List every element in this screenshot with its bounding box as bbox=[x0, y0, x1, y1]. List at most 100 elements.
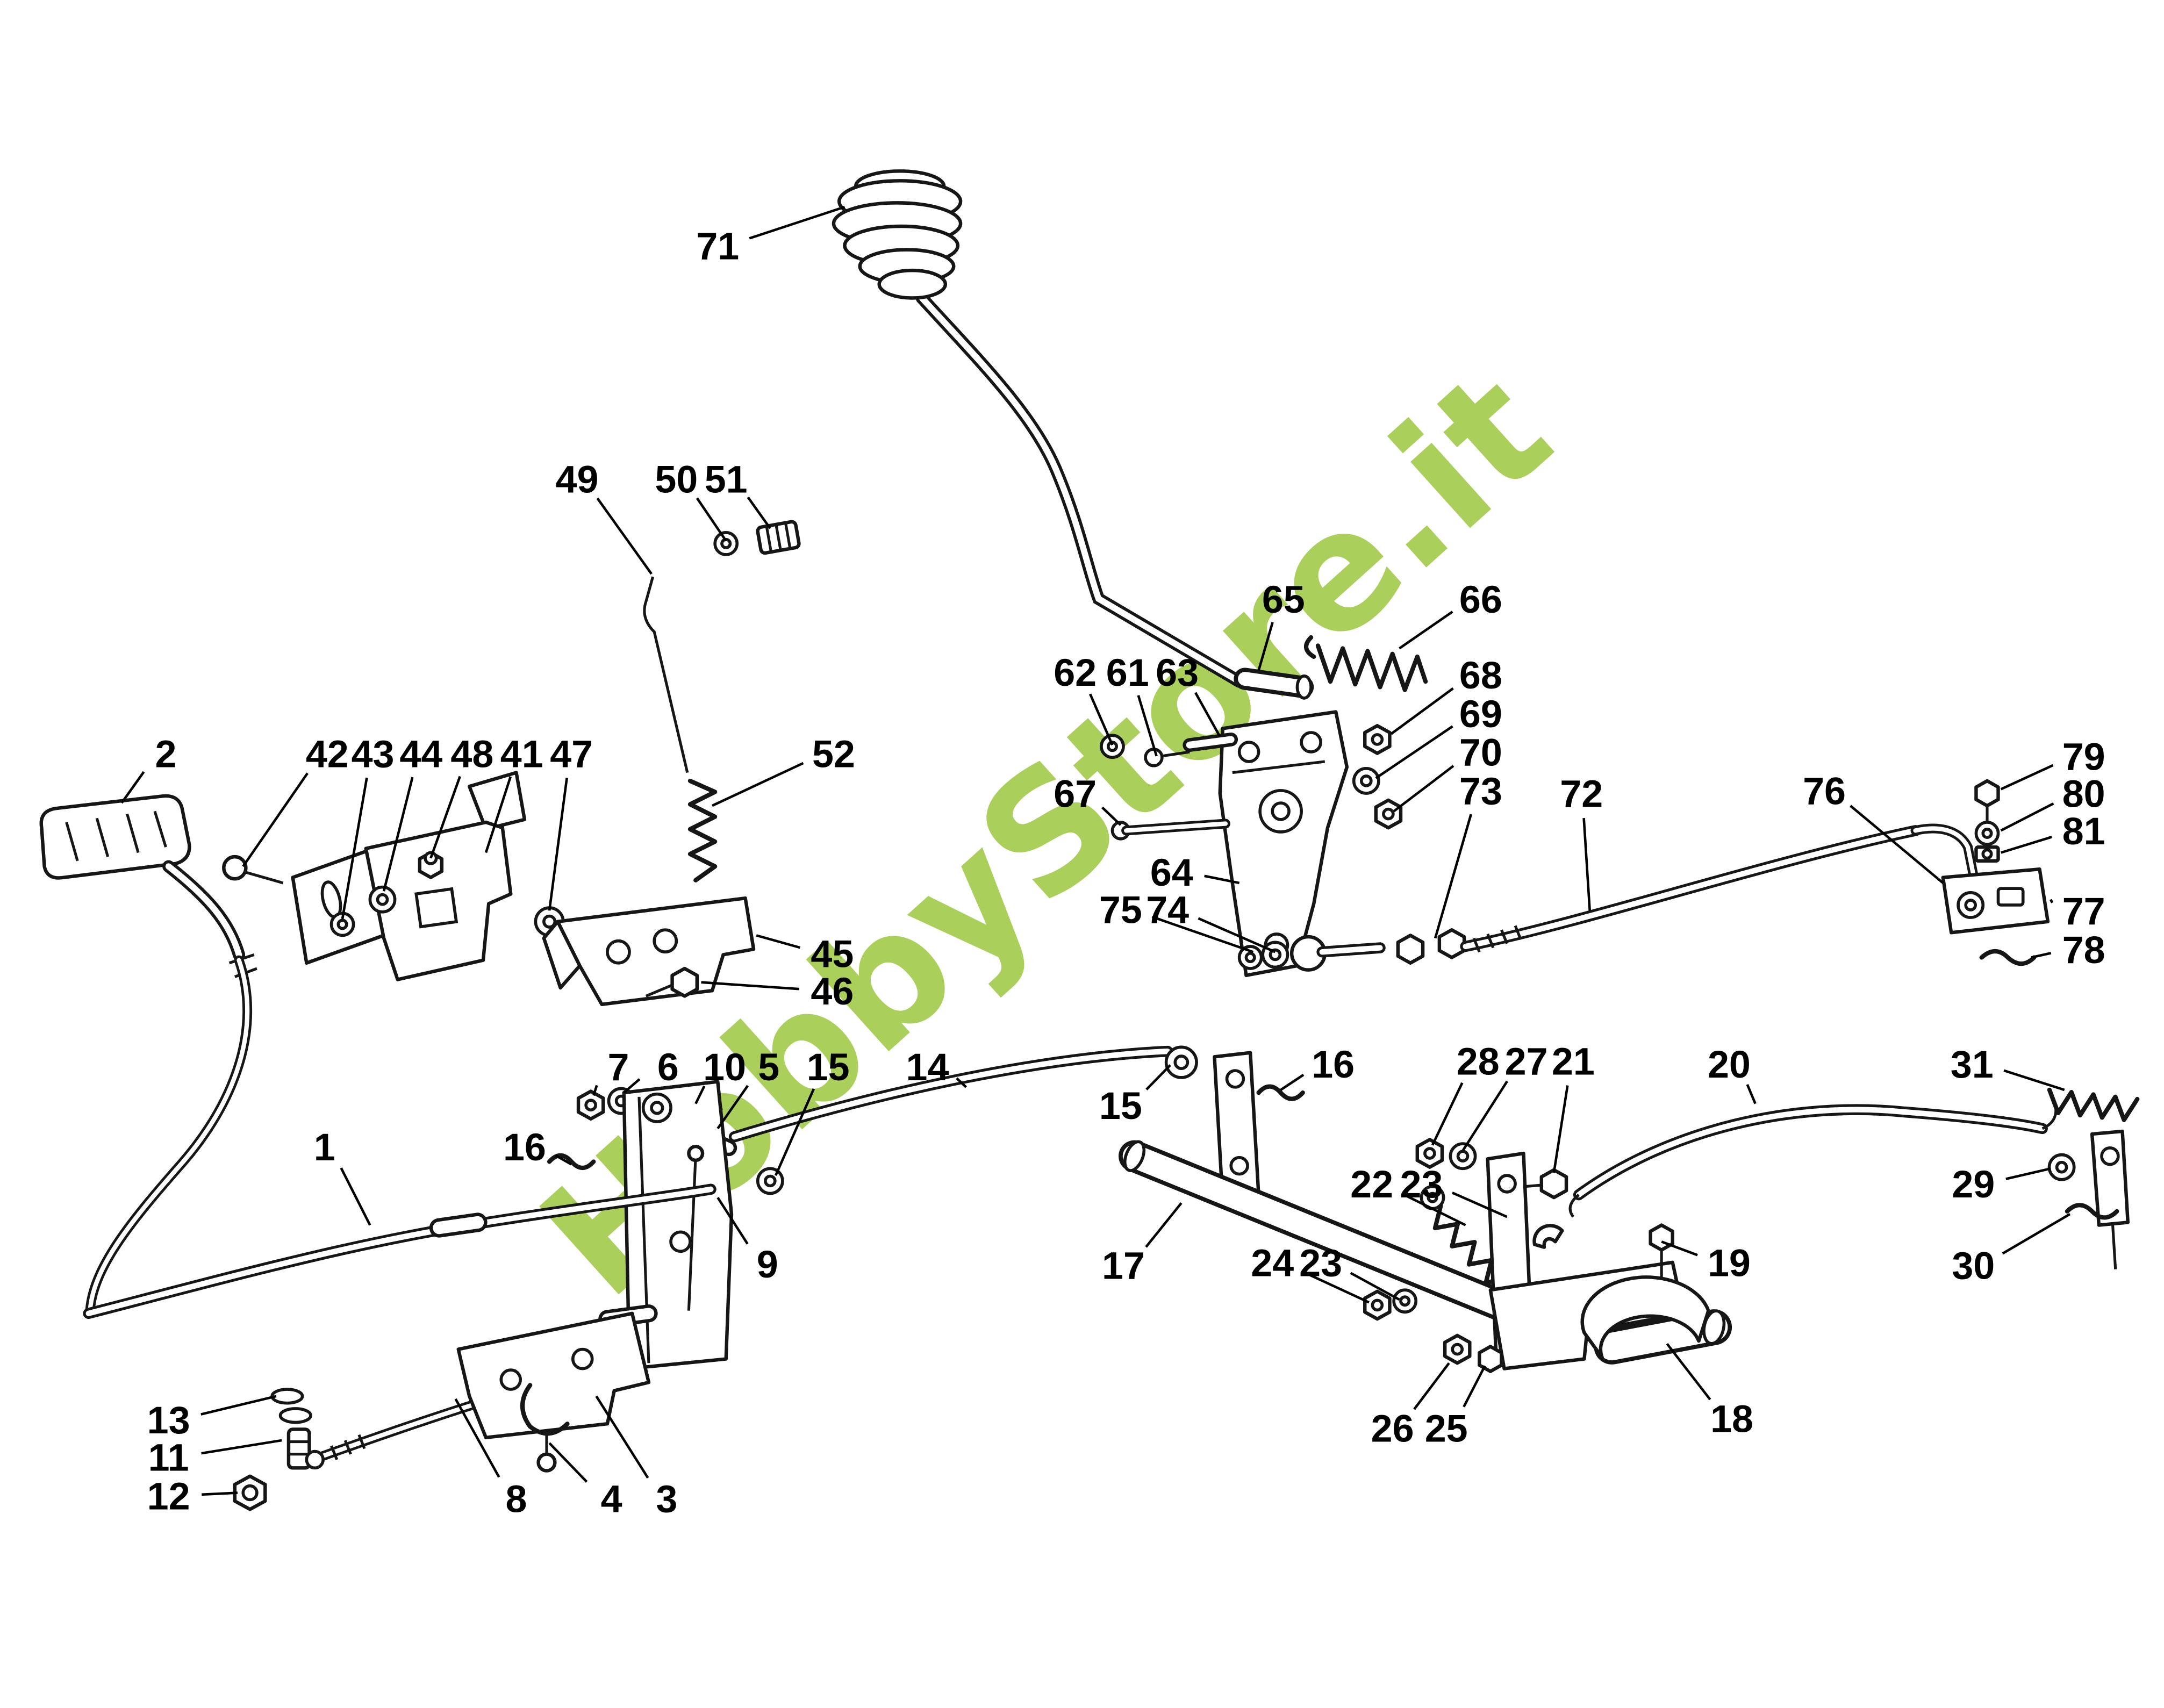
leader-line bbox=[1850, 805, 1944, 884]
leader-line bbox=[1399, 611, 1453, 650]
part-number-label: 81 bbox=[2062, 810, 2105, 853]
leader-line bbox=[1145, 1064, 1171, 1090]
part-number-label: 49 bbox=[555, 458, 598, 501]
part-number-label: 14 bbox=[906, 1046, 949, 1089]
washer-13b bbox=[278, 1407, 312, 1424]
bolt-61 bbox=[1144, 748, 1164, 767]
leader-line bbox=[1393, 765, 1454, 813]
part-number-label: 65 bbox=[1262, 578, 1305, 621]
leader-line bbox=[749, 205, 845, 240]
leader-line bbox=[548, 1442, 588, 1483]
part-number-label: 79 bbox=[2062, 735, 2105, 778]
part-number-label: 1 bbox=[314, 1126, 335, 1169]
leader-line bbox=[201, 1439, 282, 1455]
leader-line bbox=[429, 776, 461, 859]
part-number-label: 73 bbox=[1459, 770, 1502, 813]
rod-1 bbox=[83, 1183, 716, 1319]
leader-line bbox=[592, 1085, 598, 1096]
u-clamp bbox=[520, 1383, 570, 1436]
leader-line bbox=[2002, 1213, 2071, 1255]
part-number-label: 15 bbox=[1099, 1085, 1142, 1128]
leader-line bbox=[596, 497, 653, 575]
base-plate-18 bbox=[1488, 1223, 1732, 1370]
leader-line bbox=[2000, 802, 2054, 832]
standoff-11 bbox=[286, 1427, 311, 1470]
part-number-label: 44 bbox=[399, 733, 442, 776]
leader-line bbox=[382, 777, 414, 892]
part-number-label: 74 bbox=[1146, 888, 1189, 931]
base-bracket-3 bbox=[456, 1311, 651, 1440]
part-number-label: 17 bbox=[1102, 1245, 1145, 1288]
part-number-label: 28 bbox=[1457, 1040, 1500, 1083]
washer-13a bbox=[270, 1388, 304, 1405]
part-number-label: 45 bbox=[811, 932, 854, 975]
leader-line bbox=[341, 777, 368, 920]
bottom-left-group bbox=[233, 1311, 651, 1511]
clamp-18 bbox=[1580, 1275, 1710, 1360]
bolt-46 bbox=[670, 966, 699, 998]
gear-lever-71 bbox=[832, 169, 1314, 700]
part-number-label: 43 bbox=[352, 733, 395, 776]
leader-line bbox=[1151, 915, 1254, 953]
part-number-label: 69 bbox=[1459, 693, 1502, 736]
part-number-label: 29 bbox=[1952, 1163, 1995, 1206]
part-number-label: 42 bbox=[306, 733, 349, 776]
leader-line bbox=[2000, 836, 2052, 854]
leader-line bbox=[1137, 695, 1158, 757]
leader-line bbox=[2000, 764, 2054, 791]
part-number-label: 13 bbox=[147, 1399, 190, 1442]
part-number-label: 26 bbox=[1371, 1408, 1414, 1451]
bolt-21 bbox=[1539, 1168, 1568, 1200]
part-number-label: 52 bbox=[812, 733, 855, 776]
part-number-label: 8 bbox=[506, 1477, 527, 1520]
leader-line bbox=[1390, 687, 1454, 735]
clip-30 bbox=[2065, 1203, 2119, 1220]
leader-line bbox=[696, 497, 727, 542]
leader-line bbox=[1413, 1362, 1450, 1410]
leader-line bbox=[1350, 1272, 1400, 1301]
tie-rod-67-74-75 bbox=[1110, 819, 1466, 972]
part-number-label: 21 bbox=[1552, 1040, 1595, 1083]
leader-line bbox=[1666, 1343, 1711, 1401]
leader-line bbox=[1375, 725, 1453, 779]
part-number-label: 77 bbox=[2062, 890, 2105, 933]
part-number-label: 18 bbox=[1710, 1398, 1753, 1441]
part-number-label: 48 bbox=[450, 733, 493, 776]
part-number-label: 78 bbox=[2062, 929, 2105, 972]
leader-line bbox=[1257, 622, 1274, 671]
part-number-label: 12 bbox=[147, 1475, 190, 1518]
part-number-label: 20 bbox=[1708, 1043, 1751, 1086]
rod-72 bbox=[1460, 825, 1921, 953]
leader-line bbox=[1582, 817, 1591, 911]
part-number-label: 68 bbox=[1459, 654, 1502, 697]
part-number-label: 30 bbox=[1952, 1245, 1995, 1288]
leader-line bbox=[1552, 1085, 1569, 1173]
leader-line bbox=[1434, 814, 1472, 939]
part-number-label: 22 bbox=[1350, 1163, 1393, 1206]
bracket-21-group bbox=[1415, 1138, 1568, 1373]
leader-line bbox=[1194, 692, 1221, 737]
leader-line bbox=[2050, 899, 2054, 903]
part-number-label: 63 bbox=[1156, 651, 1199, 694]
part-number-label: 75 bbox=[1099, 888, 1142, 931]
leader-line bbox=[701, 981, 800, 991]
leader-line bbox=[1661, 1240, 1698, 1257]
part-number-label: 9 bbox=[757, 1243, 778, 1286]
leader-line bbox=[623, 1078, 641, 1094]
part-number-label: 71 bbox=[696, 225, 739, 268]
leader-line bbox=[454, 1398, 500, 1478]
leader-line bbox=[694, 1085, 706, 1104]
leader-line bbox=[120, 771, 145, 804]
part-number-label: 11 bbox=[148, 1436, 189, 1479]
nut-73a bbox=[1396, 934, 1425, 965]
part-number-label: 66 bbox=[1459, 578, 1502, 621]
part-number-label: 24 bbox=[1251, 1242, 1294, 1285]
leader-line bbox=[200, 1395, 277, 1416]
part-number-label: 5 bbox=[758, 1046, 779, 1089]
right-bracket-assembly bbox=[1910, 779, 2050, 966]
part-number-label: 10 bbox=[703, 1046, 746, 1089]
bolt-42 bbox=[222, 855, 248, 881]
